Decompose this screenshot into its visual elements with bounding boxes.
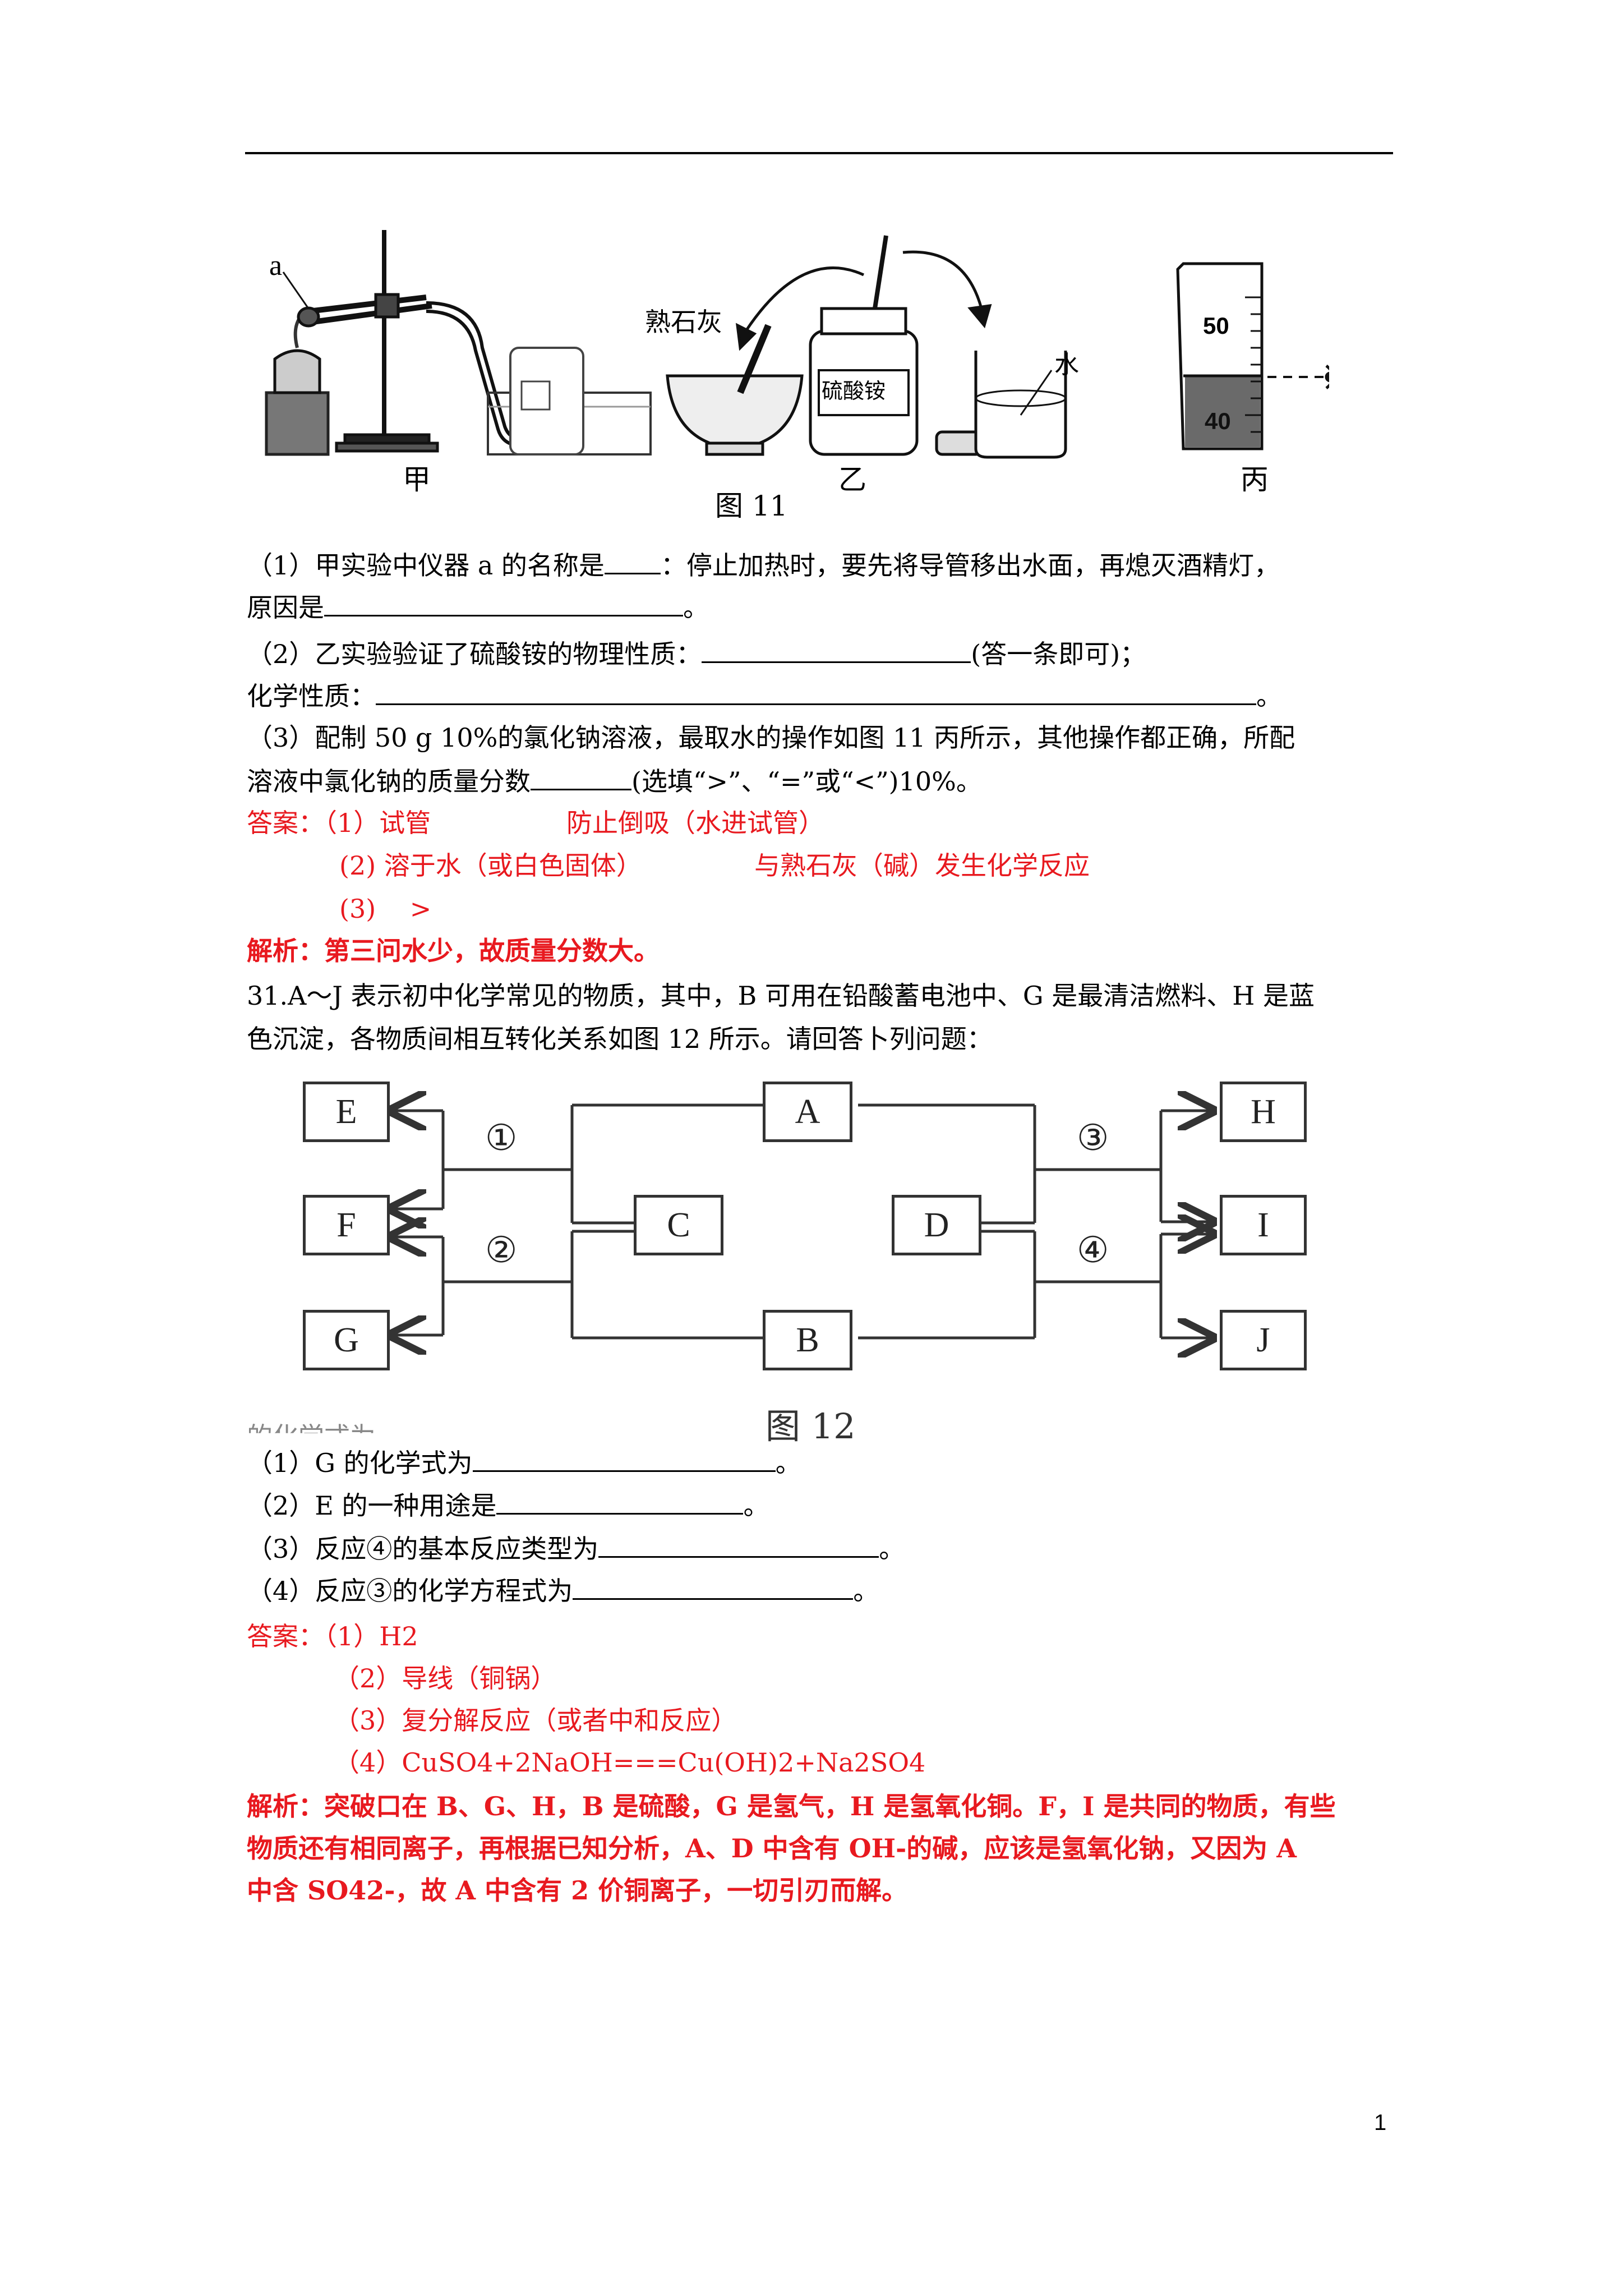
- node-J: J: [1220, 1310, 1307, 1370]
- apparatus-bing: [1176, 262, 1329, 450]
- blank: [702, 637, 971, 663]
- node-H: H: [1220, 1082, 1307, 1142]
- q30-line5: （3）配制 50 g 10%的氯化钠溶液，最取水的操作如图 11 丙所示，其他操…: [247, 723, 1295, 753]
- figure-12-diagram: ① ② ③ ④: [292, 1066, 1340, 1380]
- clipped-text: 的化学式为: [247, 1421, 376, 1452]
- ans31-analysis-1: 解析：突破口在 B、G、H，B 是硫酸，G 是氢气，H 是氢氧化铜。F，I 是共…: [247, 1791, 1336, 1821]
- page-number: 1: [1374, 2110, 1387, 2135]
- label-a: a: [269, 250, 282, 282]
- ans31-analysis-2: 物质还有相同离子，再根据已知分析，A、D 中含有 OH-的碱，应该是氢氧化钠，又…: [247, 1833, 1297, 1864]
- ans31-line1: 答案：（1）H2: [247, 1621, 418, 1651]
- header-rule: [245, 152, 1393, 154]
- blank: [598, 1531, 879, 1558]
- blank: [573, 1573, 854, 1600]
- node-F: F: [303, 1195, 390, 1255]
- q31-part3: （3）反应④的基本反应类型为。: [247, 1531, 905, 1566]
- node-D: D: [892, 1195, 981, 1255]
- circle-4: ④: [1077, 1230, 1109, 1271]
- label-40: 40: [1205, 408, 1231, 434]
- apparatus-yi: [666, 235, 1067, 459]
- figure-11-apparatus: a 熟石灰 硫酸铵 水 50 40: [265, 230, 1329, 459]
- label-liusuanan: 硫酸铵: [822, 379, 886, 403]
- figure-11-caption: 图 11: [715, 490, 788, 522]
- circle-1: ①: [485, 1117, 517, 1159]
- q31-line2: 色沉淀，各物质间相互转化关系如图 12 所示。请回答卜列问题：: [247, 1024, 993, 1054]
- ans31-line4: （4）CuSO4+2NaOH===Cu(OH)2+Na2SO4: [334, 1747, 926, 1778]
- circle-2: ②: [485, 1230, 517, 1271]
- blank: [604, 548, 661, 574]
- label-shishihui: 熟石灰: [645, 307, 722, 337]
- ans30-line1-a: 答案：（1）试管: [247, 808, 431, 838]
- label-50: 50: [1203, 312, 1229, 339]
- blank: [531, 764, 631, 790]
- ans31-analysis-3: 中含 SO42-，故 A 中含有 2 价铜离子，一切引刃而解。: [247, 1875, 908, 1906]
- ans30-line1-b: 防止倒吸（水进试管）: [566, 808, 824, 838]
- circle-3: ③: [1077, 1117, 1109, 1159]
- q30-line3: （2）乙实验验证了硫酸铵的物理性质：(答一条即可)；: [247, 637, 1146, 671]
- q30-line6: 溶液中氯化钠的质量分数(选填“>”、“=”或“<”)10%。: [247, 764, 982, 798]
- node-I: I: [1220, 1195, 1307, 1255]
- ans30-line2-a: (2) 溶于水（或白色固体）: [339, 850, 642, 881]
- blank: [376, 679, 1256, 705]
- ans31-line3: （3）复分解反应（或者中和反应）: [334, 1705, 737, 1736]
- sub-jia: 甲: [403, 463, 431, 496]
- ans30-line2-b: 与熟石灰（碱）发生化学反应: [754, 850, 1090, 881]
- blank: [324, 590, 683, 616]
- node-A: A: [763, 1082, 852, 1142]
- apparatus-jia: [265, 230, 652, 456]
- q31-part2: （2）E 的一种用途是。: [247, 1488, 769, 1522]
- label-shui: 水: [1054, 351, 1079, 379]
- q30-line4: 化学性质：。: [247, 679, 1282, 713]
- node-G: G: [303, 1310, 390, 1370]
- sub-yi: 乙: [838, 463, 866, 496]
- q30-line2: 原因是。: [247, 590, 709, 624]
- figure-12-caption: 图 12: [766, 1406, 856, 1447]
- q31-line1: 31.A～J 表示初中化学常见的物质，其中，B 可用在铅酸蓄电池中、G 是最清洁…: [247, 981, 1315, 1011]
- node-C: C: [634, 1195, 723, 1255]
- node-B: B: [763, 1310, 852, 1370]
- ans30-line3: (3) >: [339, 894, 432, 924]
- ans31-line2: （2）导线（铜锅）: [334, 1663, 557, 1694]
- q30-line1: （1）甲实验中仪器 a 的名称是：停止加热时，要先将导管移出水面，再熄灭酒精灯，: [247, 548, 1280, 582]
- sub-bing: 丙: [1241, 463, 1269, 496]
- q31-part1: （1）G 的化学式为。: [247, 1446, 801, 1480]
- ans30-analysis: 解析：第三问水少，故质量分数大。: [247, 936, 660, 966]
- node-E: E: [303, 1082, 390, 1142]
- blank: [496, 1488, 744, 1515]
- q31-part4: （4）反应③的化学方程式为。: [247, 1573, 879, 1608]
- blank: [472, 1446, 776, 1472]
